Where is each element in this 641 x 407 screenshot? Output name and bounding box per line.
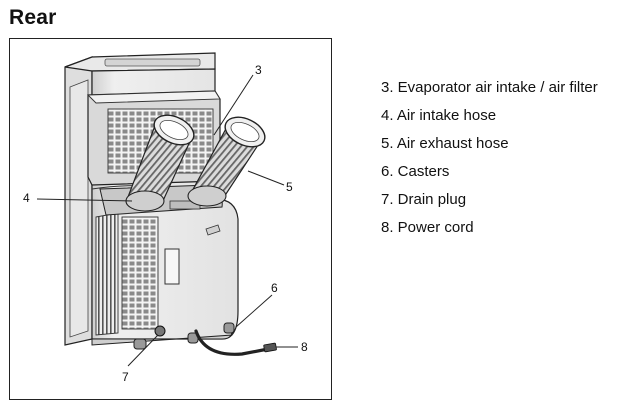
callout-8: 8	[301, 340, 308, 354]
drain-plug	[154, 325, 166, 337]
caster-wheels	[133, 322, 235, 350]
legend-item-evaporator-air-intake: 3. Evaporator air intake / air filter	[381, 79, 598, 96]
callout-5: 5	[286, 180, 293, 194]
legend-item-power-cord: 8. Power cord	[381, 219, 474, 236]
power-cord	[194, 329, 277, 356]
parts-legend: 3. Evaporator air intake / air filter 4.…	[381, 76, 598, 244]
legend-item-air-exhaust-hose: 5. Air exhaust hose	[381, 135, 509, 152]
leader-5	[247, 170, 285, 186]
rear-access-panel	[164, 224, 221, 285]
callout-7: 7	[122, 370, 129, 384]
leader-7	[127, 334, 159, 367]
unit-side-panel	[64, 56, 93, 346]
callout-4: 4	[23, 191, 30, 205]
leader-4	[36, 198, 133, 202]
leader-6	[235, 294, 273, 328]
air-conditioner-rear-illustration: 3 4 5 6 7 8	[23, 52, 308, 384]
lower-rear-grill	[121, 216, 159, 330]
leader-3	[213, 74, 254, 136]
legend-item-drain-plug: 7. Drain plug	[381, 191, 467, 208]
callout-6: 6	[271, 281, 278, 295]
legend-item-casters: 6. Casters	[381, 163, 450, 180]
unit-base	[91, 330, 233, 346]
air-intake-hose	[125, 114, 195, 212]
callout-3: 3	[255, 63, 262, 77]
legend-item-air-intake-hose: 4. Air intake hose	[381, 107, 497, 124]
lower-side-grill	[95, 212, 119, 336]
section-title: Rear	[9, 6, 57, 29]
callout-leader-lines	[36, 74, 298, 367]
diagram-frame: 3 4 5 6 7 8	[9, 38, 332, 400]
unit-top-cap	[64, 52, 216, 72]
air-exhaust-hose	[187, 116, 266, 207]
